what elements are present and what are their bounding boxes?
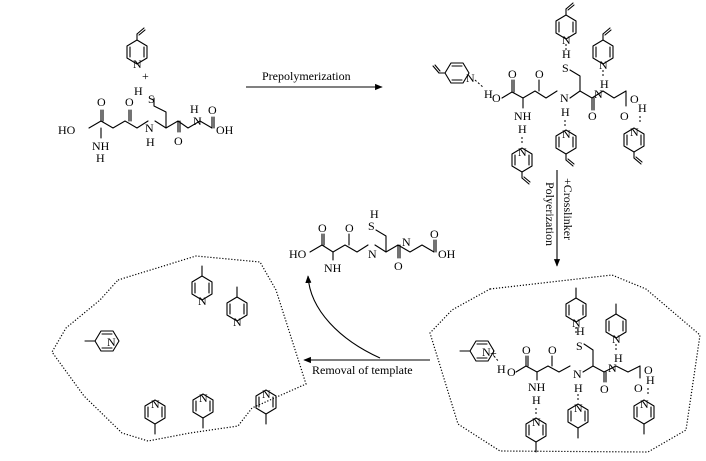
atom-O: O	[345, 221, 354, 235]
atom-S: S	[148, 92, 155, 106]
atom-N: N	[560, 91, 569, 105]
atom-H: H	[370, 207, 379, 221]
atom-O: O	[634, 381, 643, 395]
atom-H: H	[574, 381, 583, 395]
atom-O: O	[125, 95, 134, 109]
atom-H: H	[484, 87, 493, 101]
atom-O: O	[522, 343, 531, 357]
released-template: HO O NH O N S H O N O OH	[289, 207, 456, 275]
atom-O: O	[588, 109, 597, 123]
atom-N: N	[562, 127, 571, 141]
atom-N: N	[573, 367, 582, 381]
atom-H: H	[532, 393, 541, 407]
atom-N: N	[107, 335, 116, 349]
atom-H: H	[497, 362, 506, 376]
atom-H: H	[134, 84, 143, 98]
atom-N: N	[368, 247, 377, 261]
atom-plus: +	[142, 69, 149, 83]
atom-S: S	[368, 219, 375, 233]
atom-H: H	[576, 324, 585, 338]
atom-H: H	[518, 122, 527, 136]
atom-OH: OH	[438, 247, 456, 261]
atom-O: O	[394, 259, 403, 273]
imprinted-cavity-network	[51, 255, 307, 442]
atom-N: N	[198, 294, 207, 308]
atom-NH: NH	[528, 380, 546, 394]
atom-O: O	[507, 365, 516, 379]
atom-O: O	[600, 382, 609, 396]
atom-N: N	[133, 57, 142, 71]
atom-O: O	[492, 91, 501, 105]
atom-H: H	[561, 105, 570, 119]
atom-O: O	[644, 363, 653, 377]
atom-H: H	[638, 101, 647, 115]
atom-N: N	[193, 114, 202, 128]
atom-N: N	[402, 235, 411, 249]
imprinted-complex: N + H O O NH H O N H S H O N H O O H N N	[459, 287, 655, 453]
template-release-arrow	[305, 275, 381, 359]
atom-N: N	[482, 345, 491, 359]
atom-N: N	[594, 87, 603, 101]
prepolymerization-label: Prepolymerization	[262, 69, 351, 83]
atom-S: S	[562, 61, 569, 75]
crosslinker-label: +Crosslinker	[561, 178, 575, 240]
atom-H: H	[562, 47, 571, 61]
atom-N: N	[233, 315, 242, 329]
atom-N: N	[145, 121, 154, 135]
atom-H: H	[600, 77, 609, 91]
atom-H: H	[146, 135, 155, 149]
atom-O: O	[174, 134, 183, 148]
atom-N: N	[262, 387, 271, 401]
polymerization-label: Polyerization	[543, 182, 557, 246]
atom-N: N	[608, 361, 617, 375]
atom-HO: HO	[58, 123, 76, 137]
cavity-pyridines: N N N N N N	[84, 265, 277, 435]
atom-N: N	[562, 33, 571, 47]
atom-H: H	[190, 102, 199, 116]
atom-N: N	[532, 415, 541, 429]
atom-OH: OH	[216, 123, 234, 137]
atom-N: N	[199, 391, 208, 405]
atom-N: N	[151, 397, 160, 411]
atom-N: N	[612, 332, 621, 346]
atom-O: O	[508, 67, 517, 81]
atom-O: O	[318, 221, 327, 235]
atom-O: O	[97, 95, 106, 109]
atom-O: O	[630, 92, 639, 106]
atom-N: N	[630, 125, 639, 139]
atom-N: N	[599, 58, 608, 72]
atom-S: S	[576, 339, 583, 353]
atom-N: N	[466, 71, 475, 85]
atom-NH: NH	[92, 139, 110, 153]
atom-N: N	[518, 145, 527, 159]
atom-NH: NH	[514, 109, 532, 123]
atom-O: O	[535, 67, 544, 81]
atom-plus: +	[490, 346, 497, 360]
removal-label: Removal of template	[312, 363, 413, 377]
atom-HO: HO	[289, 247, 307, 261]
atom-H: H	[96, 151, 105, 165]
atom-N: N	[574, 401, 583, 415]
vinylpyridine-monomer: N +	[126, 27, 149, 83]
atom-O: O	[620, 109, 629, 123]
imprinted-polymer-network	[429, 274, 701, 453]
atom-O: O	[208, 103, 217, 117]
atom-N: N	[572, 316, 581, 330]
atom-N: N	[640, 397, 649, 411]
pre-polymerization-complex: N H O O NH H O N H S H O N H O O H N N	[432, 2, 647, 185]
atom-O: O	[430, 227, 439, 241]
atom-H: H	[614, 351, 623, 365]
glutathione-template: HO O NH H O N H S H O N H O OH	[58, 84, 234, 165]
atom-NH: NH	[324, 261, 342, 275]
atom-O: O	[548, 343, 557, 357]
atom-H: H	[646, 373, 655, 387]
